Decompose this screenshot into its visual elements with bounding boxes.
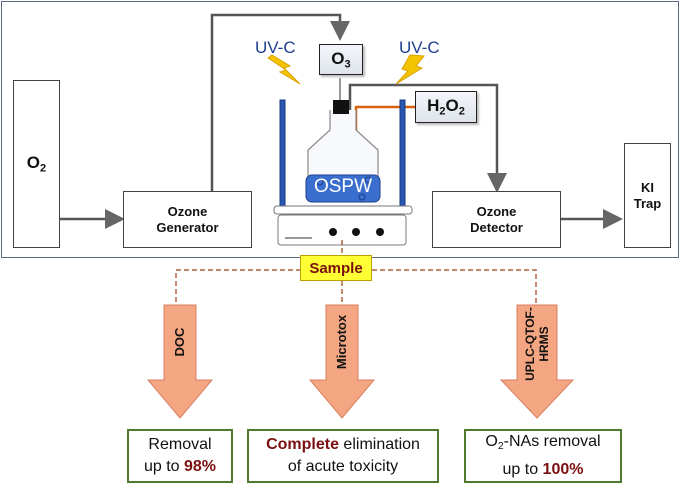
lightning-left-icon [267, 54, 301, 85]
reactor-liquid [305, 174, 381, 203]
arrow-uplc [499, 304, 575, 419]
ozone-detector-box: Ozone Detector [432, 191, 561, 248]
method-doc-label: DOC [172, 327, 187, 357]
knob-2-icon [352, 228, 360, 236]
stir-plate-top [273, 205, 413, 215]
doc-highlight: 98% [184, 458, 217, 475]
ozone-generator-box: Ozone Generator [123, 191, 252, 248]
knob-3-icon [376, 228, 384, 236]
uv-c-label-left: UV-C [255, 38, 296, 57]
ozone-generator-label-1: Ozone [167, 203, 208, 219]
result-doc-box: Removal up to 98% [127, 429, 233, 483]
method-uplc-label: UPLC-QTOF- HRMS [523, 307, 551, 381]
arrow-doc [146, 304, 214, 419]
peroxide-input-box: H2O2 [415, 91, 477, 123]
ozone-detector-label-1: Ozone [476, 203, 517, 219]
flask-stopper [333, 100, 349, 114]
sample-box: Sample [300, 255, 372, 281]
uv-lamp-right [399, 99, 406, 208]
ozone-detector-label-2: Detector [470, 219, 523, 235]
uv-lamp-left [279, 99, 286, 208]
ki-trap-label-2: Trap [633, 195, 662, 211]
uv-c-label-right: UV-C [399, 38, 440, 57]
ki-trap-box: KI Trap [624, 143, 671, 248]
dashed-line-doc [175, 269, 300, 310]
arrow-microtox [308, 304, 376, 419]
ospw-label: OSPW [313, 176, 373, 197]
method-microtox-label: Microtox [334, 314, 349, 370]
oxygen-label: O2 [26, 153, 47, 175]
uplc-highlight: 100% [542, 460, 584, 478]
generator-to-o3-line [210, 13, 350, 191]
oxygen-source-box: O2 [13, 80, 60, 248]
microtox-highlight: Complete [266, 436, 339, 453]
ki-trap-label-1: KI [641, 179, 654, 195]
result-uplc-box: O2-NAs removal up to 100% [464, 429, 622, 483]
result-microtox-box: Complete elimination of acute toxicity [247, 429, 439, 483]
ozone-generator-label-2: Generator [156, 219, 219, 235]
dashed-line-uplc [372, 269, 537, 310]
ozone-input-box: O3 [319, 44, 363, 75]
lightning-right-icon [395, 54, 425, 85]
knob-1-icon [329, 228, 337, 236]
